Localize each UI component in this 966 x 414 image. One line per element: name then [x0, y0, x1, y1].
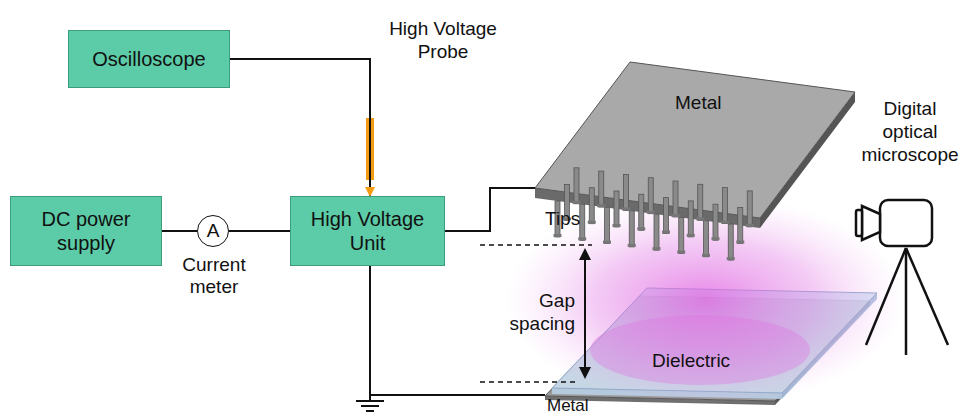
current-meter: ACurrent meter — [197, 215, 229, 247]
metal-plate: Metal — [535, 62, 855, 227]
node-label: Metal — [547, 396, 589, 414]
wire-connector — [230, 59, 370, 196]
node-label: DC power supply — [17, 207, 155, 255]
plasma-core — [590, 315, 810, 385]
node-caption: Current meter — [168, 254, 260, 298]
ground-symbol — [356, 395, 384, 411]
metal-plate: Metal — [545, 296, 870, 396]
high-voltage-box: High Voltage Unit — [290, 196, 445, 266]
node-label: Metal — [675, 92, 721, 114]
node-label: Oscilloscope — [92, 47, 205, 71]
top-metal-plate — [535, 62, 855, 228]
tip-array — [554, 168, 754, 260]
gap-top-mark — [480, 244, 592, 246]
gap-bottom-mark — [480, 381, 575, 383]
dielectric-plate: Dielectric — [552, 288, 897, 393]
wire-connector — [162, 230, 197, 232]
gap-arrow — [584, 256, 586, 371]
wire-connector — [229, 230, 290, 232]
gap-arrow-head — [579, 248, 591, 260]
wire-connector — [445, 188, 535, 231]
node-label: High Voltage Unit — [297, 207, 438, 255]
microscope-camera — [856, 200, 948, 355]
power-supply-box: DC power supply — [10, 196, 162, 266]
tips-label: Tips — [545, 208, 595, 231]
gap-label: Gap spacing — [470, 290, 575, 336]
gap-arrow-head — [579, 367, 591, 379]
node-label: Dielectric — [652, 350, 730, 372]
microscope-label: Digital optical microscope — [856, 98, 964, 166]
node-label: A — [207, 220, 220, 242]
instrument-box: Oscilloscope — [68, 30, 230, 88]
probe-label: High Voltage Probe — [378, 18, 508, 64]
